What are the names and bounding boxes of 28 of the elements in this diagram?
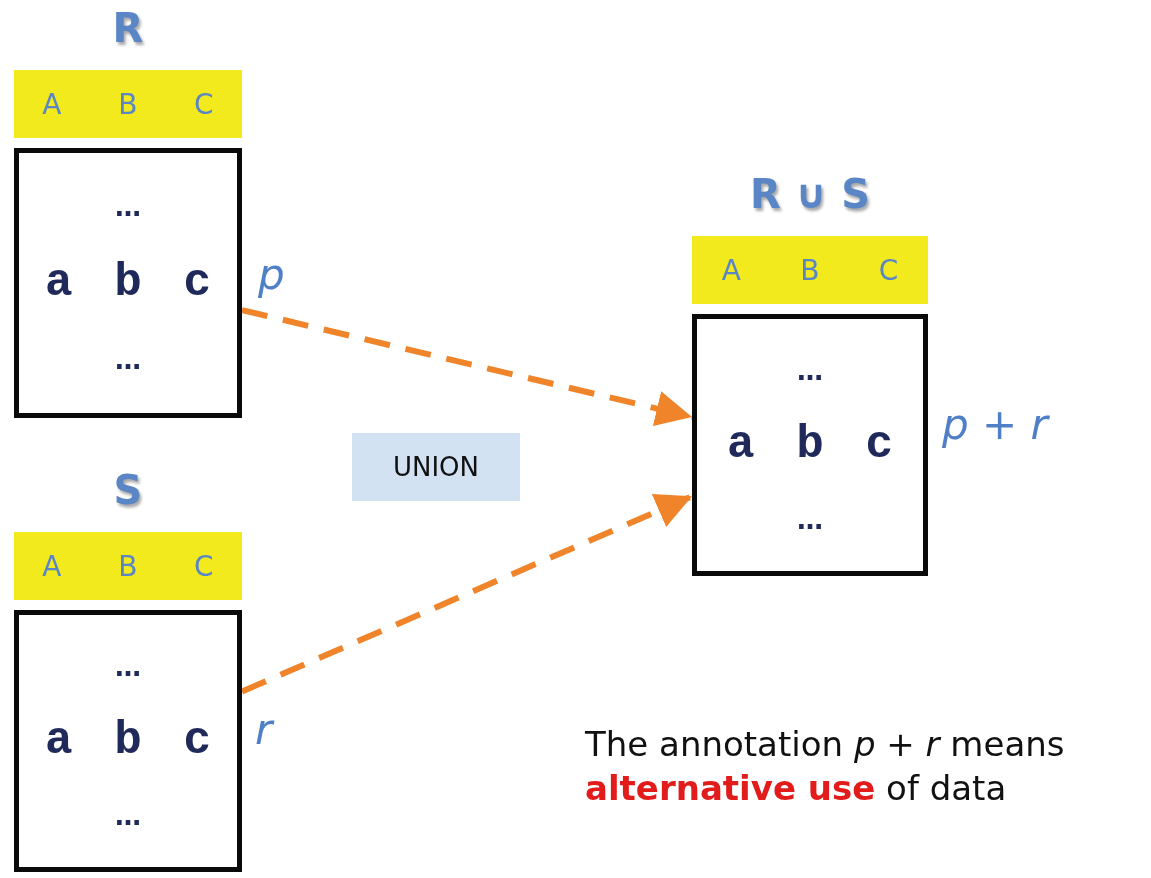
table-name: R ∪ S — [750, 171, 870, 217]
note: The annotation p + r means alternative use of data — [585, 723, 1066, 811]
annotation: p — [258, 250, 285, 299]
column-header: A — [721, 253, 741, 287]
column-header: C — [194, 87, 214, 121]
column-header: A — [42, 549, 62, 583]
column-header: B — [118, 549, 138, 583]
tuple-row: a b c — [727, 422, 893, 468]
ellipsis: … — [115, 802, 141, 829]
column-header: C — [878, 253, 899, 287]
tuple-row: a b c — [45, 260, 211, 306]
ellipsis: … — [797, 357, 823, 384]
ellipsis: … — [797, 506, 823, 533]
column-header: A — [42, 87, 62, 121]
operation-box: UNION — [352, 433, 520, 501]
table-name: R — [112, 5, 144, 51]
annotation: r — [255, 705, 273, 754]
ellipsis: … — [115, 653, 141, 680]
tuple-row: a b c — [45, 718, 211, 764]
table-name: S — [113, 467, 143, 513]
column-header: B — [118, 87, 138, 121]
column-header: B — [800, 253, 820, 287]
ellipsis: … — [115, 193, 141, 220]
arrow — [240, 493, 694, 695]
annotation: p + r — [942, 400, 1048, 449]
ellipsis: … — [115, 346, 141, 373]
column-header: C — [194, 549, 214, 583]
arrow — [241, 307, 693, 427]
